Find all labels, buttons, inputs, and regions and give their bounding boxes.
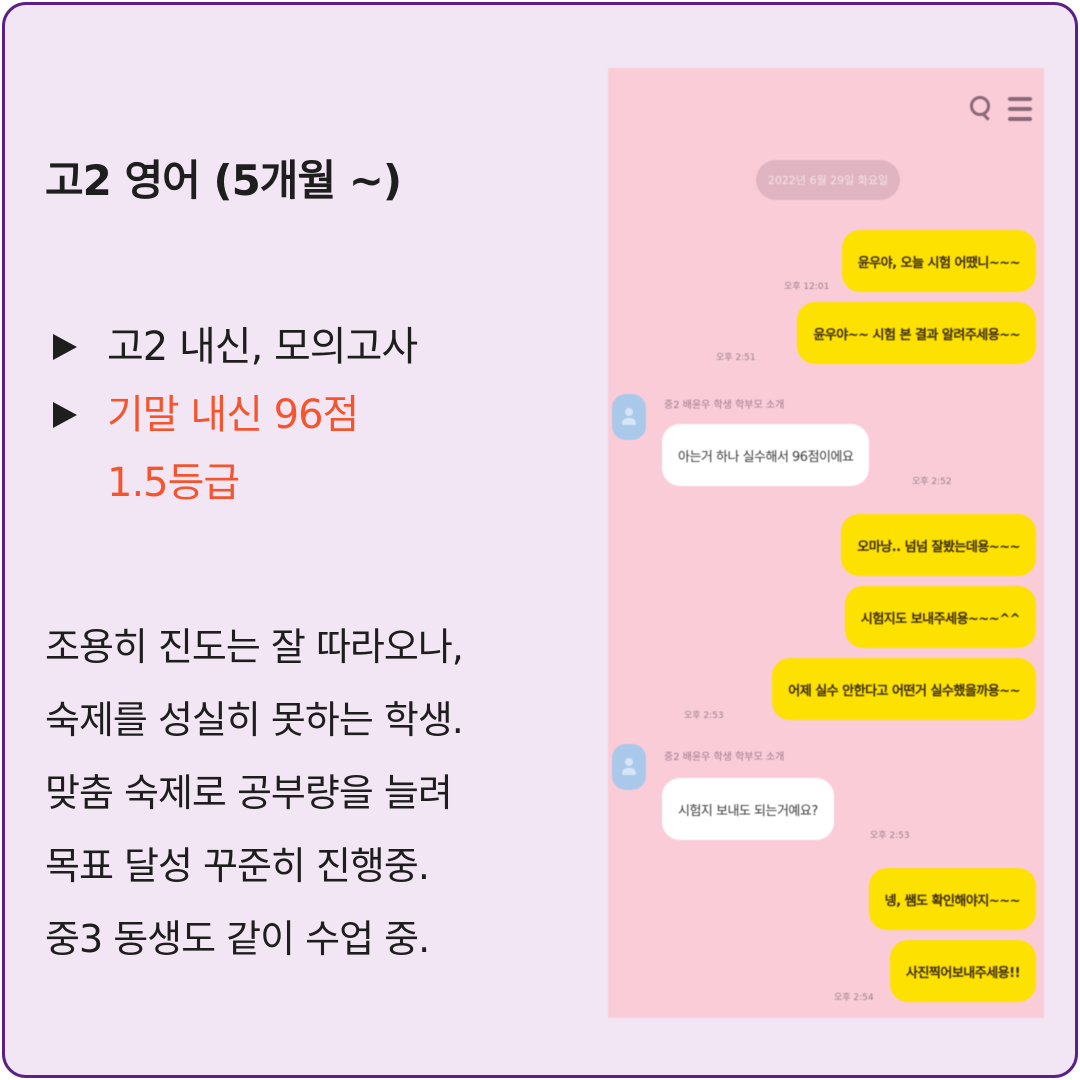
chat-bubble-sent: 시험지도 보내주세용~~~^^ <box>844 586 1036 648</box>
bullet-text-group: 기말 내신 96점 1.5등급 <box>107 381 359 517</box>
message-timestamp: 오후 2:53 <box>870 831 910 841</box>
message-timestamp: 오후 2:51 <box>716 353 756 363</box>
message-timestamp: 오후 2:53 <box>684 711 724 721</box>
description-line: 맞춤 숙제로 공부량을 늘려 <box>45 771 453 815</box>
bullet-subtext: 1.5등급 <box>107 460 240 506</box>
search-icon[interactable] <box>970 96 992 122</box>
chat-bubble-sent: 오마낭.. 넘넘 잘봤는데용~~~ <box>841 514 1036 576</box>
chat-screenshot: 2022년 6월 29일 화요일 윤우야, 오늘 시험 어땠니~~~ 오후 12… <box>608 68 1044 1018</box>
menu-icon[interactable] <box>1008 97 1032 121</box>
triangle-bullet-icon <box>53 334 77 360</box>
avatar <box>612 394 646 440</box>
page-title: 고2 영어 (5개월 ~) <box>45 156 402 205</box>
chat-header-icons <box>970 96 1032 122</box>
chat-bubble-received: 아는거 하나 실수해서 96점이에요 <box>662 424 870 486</box>
date-divider: 2022년 6월 29일 화요일 <box>756 160 900 200</box>
bullet-text: 기말 내신 96점 <box>107 392 359 438</box>
chat-bubble-received: 시험지 보내도 되는거예요? <box>662 778 834 840</box>
bullet-item: 고2 내신, 모의고사 <box>49 313 418 381</box>
message-timestamp: 오후 2:52 <box>912 477 952 487</box>
description-line: 숙제를 성실히 못하는 학생. <box>45 698 464 742</box>
chat-bubble-sent: 사진찍어보내주세용!! <box>890 940 1036 1002</box>
chat-bubble-sent: 윤우야~~ 시험 본 결과 알려주세용~~ <box>797 302 1036 364</box>
sender-name: 중2 배윤우 학생 학부모 소개 <box>664 752 785 763</box>
bullet-list: 고2 내신, 모의고사 기말 내신 96점 1.5등급 <box>49 313 418 517</box>
bullet-item-highlight: 기말 내신 96점 1.5등급 <box>49 381 417 517</box>
message-timestamp: 오후 12:01 <box>784 282 830 292</box>
description-line: 목표 달성 꾸준히 진행중. <box>45 844 430 888</box>
message-timestamp: 오후 2:54 <box>834 993 874 1003</box>
description-line: 중3 동생도 같이 수업 중. <box>45 917 430 961</box>
sender-name: 중2 배윤우 학생 학부모 소개 <box>664 400 785 411</box>
triangle-bullet-icon <box>53 402 77 428</box>
avatar <box>612 744 646 790</box>
description: 조용히 진도는 잘 따라오나, 숙제를 성실히 못하는 학생. 맞춤 숙제로 공… <box>45 611 585 976</box>
chat-bubble-sent: 넹, 쌤도 확인해야지~~~ <box>868 868 1036 930</box>
chat-bubble-sent: 어제 실수 안한다고 어떤거 실수했을까용~~ <box>772 658 1036 720</box>
bullet-text: 고2 내신, 모의고사 <box>107 324 418 370</box>
description-line: 조용히 진도는 잘 따라오나, <box>45 625 464 669</box>
chat-bubble-sent: 윤우야, 오늘 시험 어땠니~~~ <box>841 230 1036 292</box>
